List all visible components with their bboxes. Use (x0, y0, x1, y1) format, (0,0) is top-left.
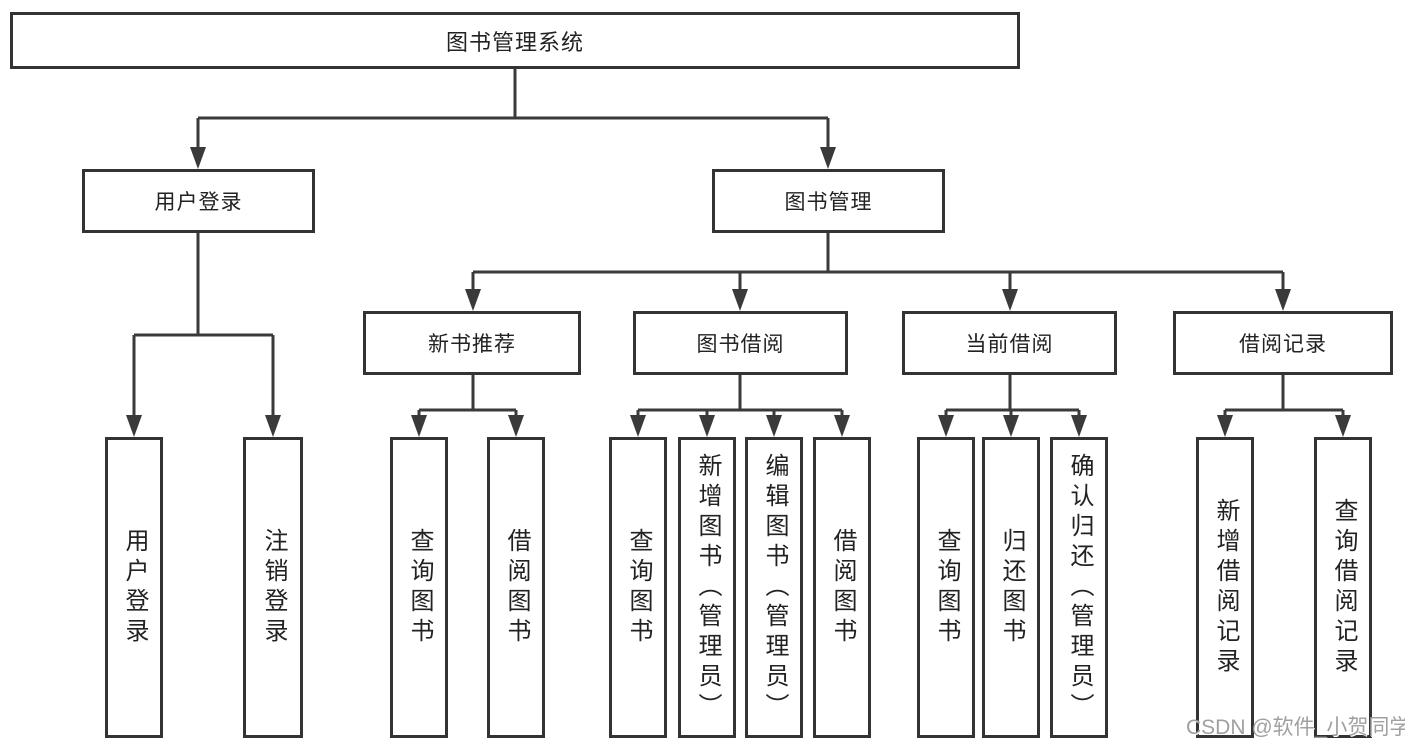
leaf-query-borrow-record: 查询借阅记录 (1314, 437, 1372, 738)
leaf-confirm-return-admin-label: 确认归还（管理员） (1066, 452, 1093, 723)
node-user-login-label: 用户登录 (154, 191, 243, 214)
leaf-borrow-books-2-label: 借阅图书 (829, 527, 856, 648)
leaf-query-books-1-label: 查询图书 (406, 527, 433, 648)
leaf-query-books-3-label: 查询图书 (933, 527, 960, 648)
leaf-edit-books-admin-label: 编辑图书（管理员） (761, 452, 788, 723)
leaf-query-books-1: 查询图书 (390, 437, 448, 738)
node-root-label: 图书管理系统 (445, 29, 584, 55)
node-new-book-recommend: 新书推荐 (363, 311, 581, 375)
leaf-query-borrow-record-label: 查询借阅记录 (1330, 497, 1357, 678)
leaf-borrow-books-2: 借阅图书 (813, 437, 871, 738)
node-book-borrowing-label: 图书借阅 (696, 333, 785, 356)
leaf-add-borrow-record: 新增借阅记录 (1196, 437, 1254, 738)
leaf-edit-books-admin: 编辑图书（管理员） (745, 437, 803, 738)
leaf-add-books-admin: 新增图书（管理员） (678, 437, 736, 738)
leaf-user-login-label: 用户登录 (121, 527, 148, 648)
leaf-return-books: 归还图书 (982, 437, 1040, 738)
node-book-management-label: 图书管理 (784, 191, 873, 214)
leaf-query-books-2: 查询图书 (609, 437, 667, 738)
node-current-borrowing-label: 当前借阅 (965, 333, 1054, 356)
leaf-return-books-label: 归还图书 (998, 527, 1025, 648)
node-book-borrowing: 图书借阅 (633, 311, 848, 375)
node-borrowing-records-label: 借阅记录 (1239, 333, 1327, 356)
leaf-confirm-return-admin: 确认归还（管理员） (1050, 437, 1108, 738)
csdn-watermark: CSDN @软件_小贺同学 (1186, 716, 1405, 739)
leaf-borrow-books-1-label: 借阅图书 (503, 527, 530, 648)
leaf-borrow-books-1: 借阅图书 (487, 437, 545, 738)
leaf-logout-label: 注销登录 (260, 527, 287, 648)
node-borrowing-records: 借阅记录 (1173, 311, 1393, 375)
leaf-add-borrow-record-label: 新增借阅记录 (1212, 497, 1239, 678)
leaf-logout: 注销登录 (243, 437, 303, 738)
leaf-query-books-2-label: 查询图书 (625, 527, 652, 648)
node-book-management: 图书管理 (712, 169, 945, 233)
leaf-add-books-admin-label: 新增图书（管理员） (694, 452, 721, 723)
leaf-user-login: 用户登录 (105, 437, 163, 738)
node-new-book-recommend-label: 新书推荐 (428, 333, 516, 356)
node-user-login: 用户登录 (82, 169, 315, 233)
node-current-borrowing: 当前借阅 (902, 311, 1117, 375)
node-root-system: 图书管理系统 (10, 12, 1020, 69)
leaf-query-books-3: 查询图书 (917, 437, 975, 738)
